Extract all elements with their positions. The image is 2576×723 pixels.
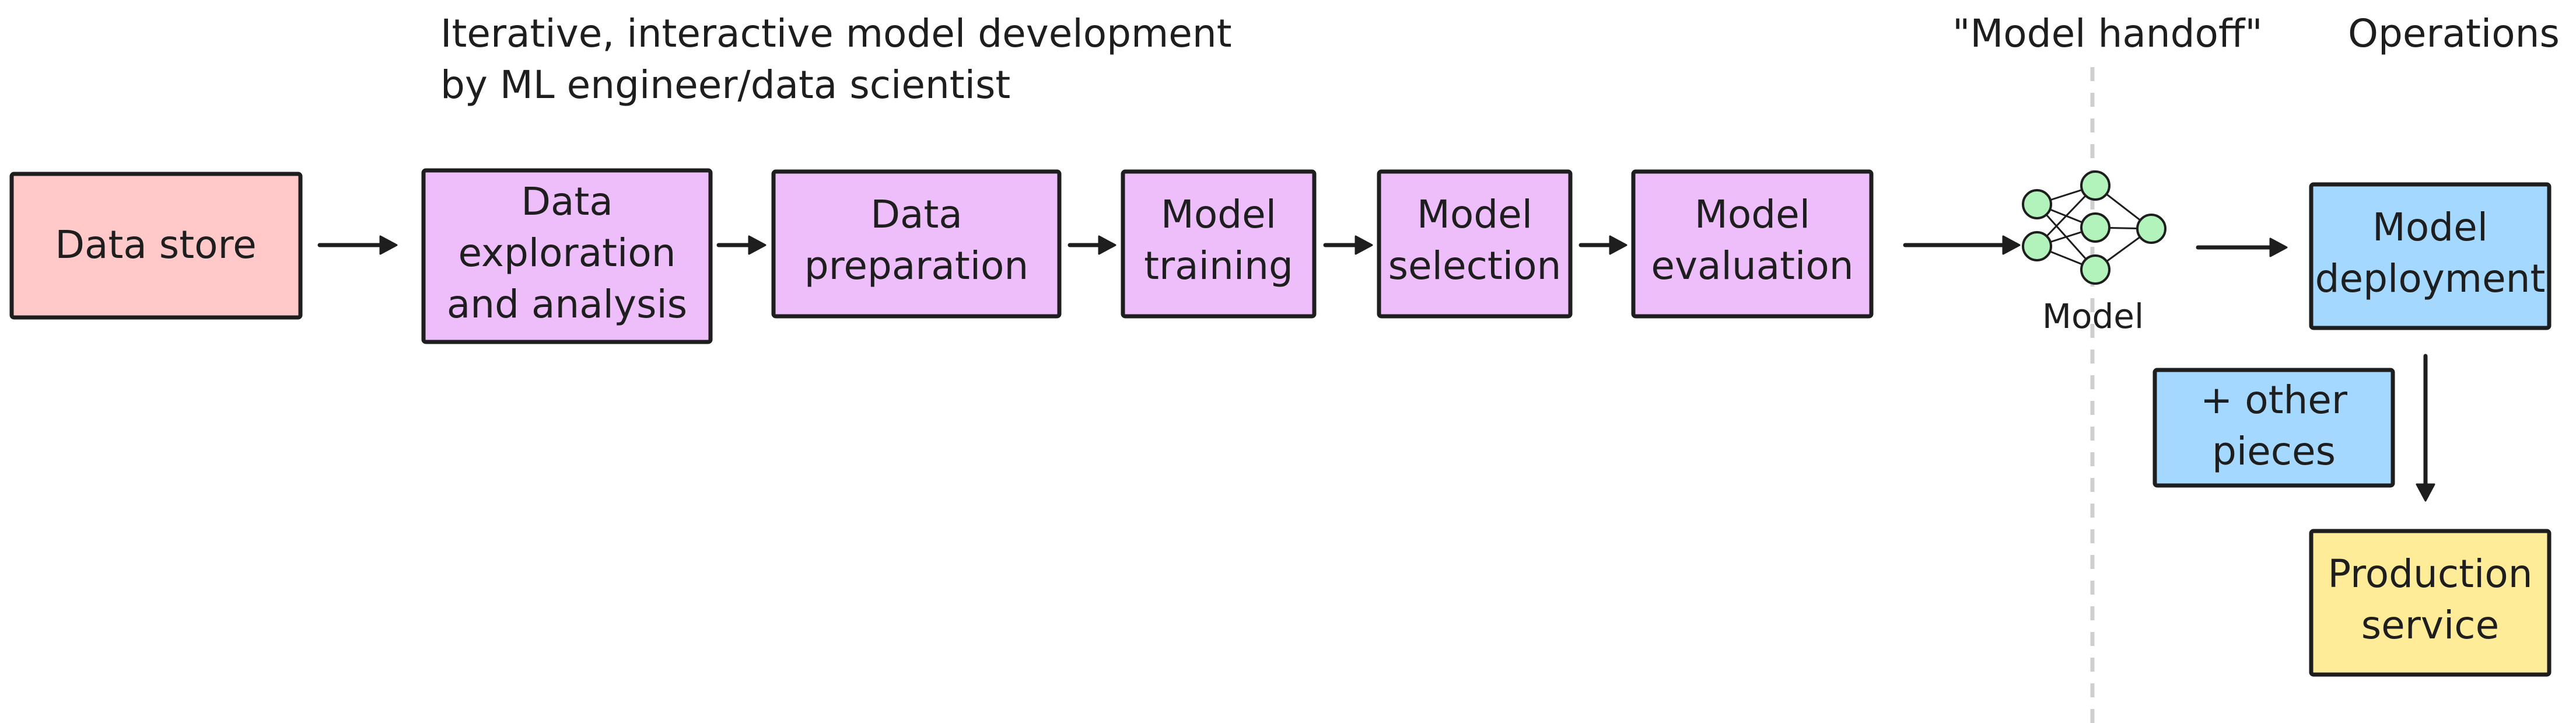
production-service-node: Production service: [2309, 529, 2552, 677]
preparation-label-line1: Data: [870, 192, 963, 237]
selection-label-line1: Model: [1417, 192, 1532, 237]
training-label-line2: training: [1144, 243, 1293, 288]
other-pieces-label-line2: pieces: [2212, 429, 2336, 474]
model-training-node: Model training: [1121, 169, 1317, 319]
neuron: [2022, 189, 2052, 219]
production-label-line2: service: [2361, 603, 2499, 648]
flow-arrow: [1068, 235, 1116, 255]
model-icon-label: Model: [2042, 296, 2144, 336]
training-label-line1: Model: [1161, 192, 1276, 237]
deployment-label-line2: deployment: [2315, 256, 2546, 301]
neuron: [2080, 254, 2110, 285]
dev-header-line1: Iterative, interactive model development: [440, 11, 1232, 56]
model-deployment-node: Model deployment: [2309, 182, 2552, 330]
flow-arrow: [716, 235, 766, 255]
data-exploration-node: Data exploration and analysis: [421, 168, 713, 344]
dev-header-line2: by ML engineer/data scientist: [440, 62, 1010, 107]
selection-label-line2: selection: [1388, 243, 1562, 288]
other-pieces-node: + other pieces: [2152, 368, 2395, 488]
data-store-label: Data store: [55, 222, 257, 267]
model-evaluation-node: Model evaluation: [1631, 169, 1874, 319]
flow-arrow: [1903, 235, 2021, 255]
data-store-node: Data store: [9, 172, 303, 320]
deployment-label-line1: Model: [2372, 205, 2488, 250]
exploration-label-line2: exploration: [458, 230, 676, 275]
flow-arrow: [2196, 237, 2288, 257]
flow-arrow: [317, 235, 398, 255]
evaluation-label-line2: evaluation: [1651, 243, 1853, 288]
neural-network-icon: [2022, 170, 2166, 285]
neuron: [2022, 231, 2052, 261]
neuron: [2080, 170, 2110, 201]
exploration-label-line1: Data: [521, 179, 613, 224]
flow-arrow-down: [2416, 354, 2435, 502]
production-label-line1: Production: [2328, 551, 2532, 596]
handoff-header: "Model handoff": [1952, 11, 2263, 56]
preparation-label-line2: preparation: [804, 243, 1029, 288]
operations-header: Operations: [2348, 11, 2560, 56]
model-selection-node: Model selection: [1377, 169, 1573, 319]
exploration-label-line3: and analysis: [447, 282, 687, 327]
neuron: [2080, 212, 2110, 243]
flow-arrow: [1578, 235, 1628, 255]
other-pieces-label-line1: + other: [2200, 378, 2348, 422]
neuron: [2136, 214, 2166, 244]
flow-arrow: [1323, 235, 1373, 255]
data-preparation-node: Data preparation: [771, 169, 1062, 319]
evaluation-label-line1: Model: [1695, 192, 1810, 237]
